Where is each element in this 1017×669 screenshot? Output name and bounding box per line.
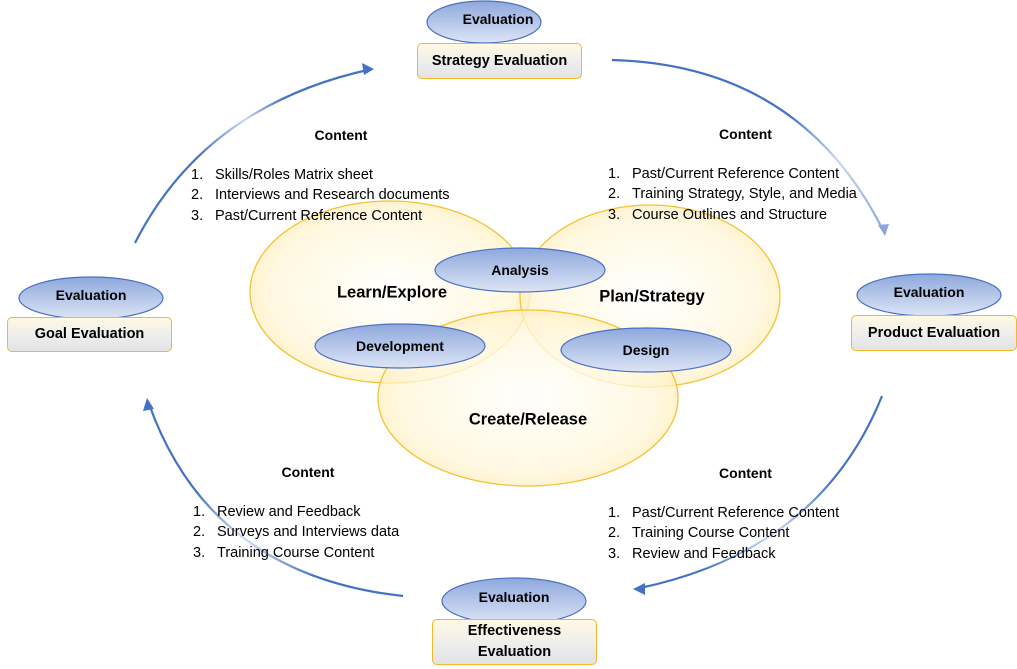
phase-ellipse-design [560, 327, 732, 373]
content-item: 3.Past/Current Reference Content [191, 207, 423, 224]
content-list: 1.Review and Feedback 2.Surveys and Inte… [193, 502, 423, 564]
content-block-top-left: Content 1.Skills/Roles Matrix sheet 2.In… [191, 125, 491, 226]
content-block-bottom-left: Content 1.Review and Feedback 2.Surveys … [193, 462, 423, 563]
strategy-evaluation-box: Strategy Evaluation [417, 43, 582, 79]
content-title: Content [314, 127, 368, 143]
arrow-product-to-effectiveness [639, 395, 884, 590]
arrowhead-icon [633, 583, 645, 595]
product-evaluation-box: Product Evaluation [851, 315, 1017, 351]
product-evaluation-label: Product Evaluation [867, 324, 1001, 341]
badge-label-top: Evaluation [462, 11, 534, 27]
badge-label-left: Evaluation [55, 287, 127, 303]
content-item: 2.Interviews and Research documents [191, 187, 450, 203]
circle-label-plan-strategy: Plan/Strategy [599, 287, 705, 306]
phase-label-development: Development [356, 338, 444, 354]
content-block-bottom-right: Content 1.Past/Current Reference Content… [608, 463, 883, 564]
badge-label-right: Evaluation [893, 284, 965, 300]
arrowhead-icon [362, 63, 374, 75]
content-title: Content [281, 464, 335, 480]
phase-ellipse-development [314, 323, 486, 369]
circle-label-learn-explore: Learn/Explore [336, 283, 448, 302]
arrowhead-icon [878, 224, 889, 236]
content-item: 1.Skills/Roles Matrix sheet [191, 166, 373, 183]
phase-ellipse-analysis [434, 247, 606, 293]
arrow-goal-to-strategy [134, 67, 373, 244]
arrowhead-icon [143, 398, 154, 411]
content-block-top-right: Content 1.Past/Current Reference Content… [608, 124, 883, 225]
phase-ellipses [314, 247, 732, 373]
content-title: Content [719, 465, 772, 481]
phase-label-design: Design [622, 342, 670, 358]
content-item: 1.Past/Current Reference Content [608, 165, 840, 182]
effectiveness-evaluation-box: Effectiveness Evaluation [432, 619, 597, 665]
arrow-effectiveness-to-goal [147, 403, 404, 598]
goal-evaluation-label: Goal Evaluation [34, 326, 145, 342]
cycle-arrows [134, 58, 889, 598]
badge-label-bottom: Evaluation [478, 589, 550, 605]
content-item: 3.Review and Feedback [608, 545, 776, 562]
content-item: 2.Training Course Content [608, 525, 790, 541]
strategy-evaluation-label: Strategy Evaluation [431, 52, 568, 69]
content-list: 1.Past/Current Reference Content 2.Train… [608, 164, 883, 226]
content-list: 1.Skills/Roles Matrix sheet 2.Interviews… [191, 165, 491, 227]
goal-evaluation-box: Goal Evaluation [7, 317, 172, 352]
arrow-strategy-to-product [611, 58, 884, 231]
content-list: 1.Past/Current Reference Content 2.Train… [608, 503, 883, 565]
effectiveness-evaluation-label: Effectiveness Evaluation [467, 623, 562, 660]
circle-label-create-release: Create/Release [468, 410, 588, 429]
content-item: 1.Review and Feedback [193, 503, 361, 520]
content-title: Content [719, 126, 772, 142]
content-item: 1.Past/Current Reference Content [608, 504, 840, 521]
content-item: 3.Course Outlines and Structure [608, 206, 828, 223]
content-item: 2.Training Strategy, Style, and Media [608, 186, 857, 202]
content-item: 3.Training Course Content [193, 544, 375, 561]
phase-label-analysis: Analysis [491, 262, 549, 278]
content-item: 2.Surveys and Interviews data [193, 524, 400, 540]
